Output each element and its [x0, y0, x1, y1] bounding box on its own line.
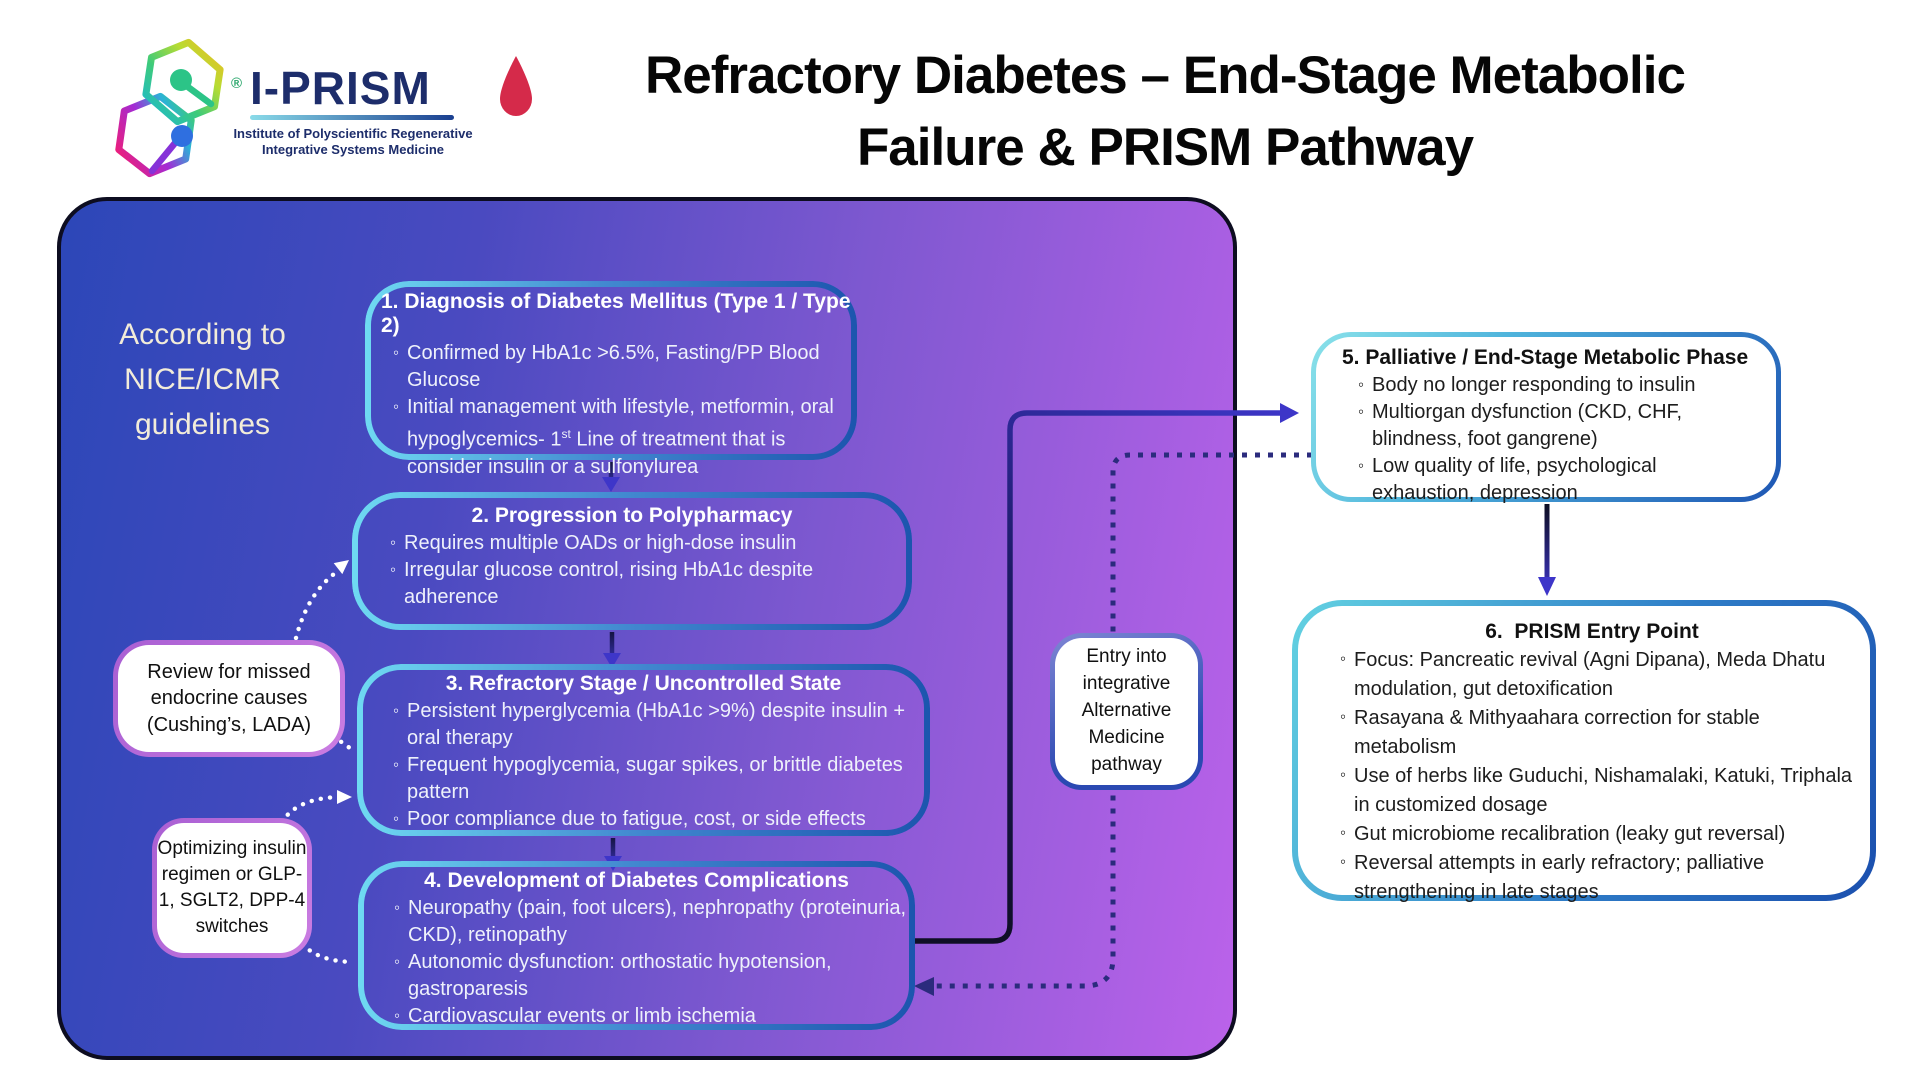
bullet-text: Poor compliance due to fatigue, cost, or…: [407, 808, 866, 830]
entry-alternative-medicine-note: Entry into integrative Alternative Medic…: [1050, 633, 1203, 790]
step3-refractory-box: 3. Refractory Stage / Uncontrolled State…: [357, 664, 930, 836]
bullet-text: Cardiovascular events or limb ischemia: [408, 1005, 756, 1027]
step2-polypharmacy-box: 2. Progression to Polypharmacy Requires …: [352, 492, 912, 630]
bullet-text: Persistent hyperglycemia (HbA1c >9%) des…: [407, 700, 906, 749]
bullet-item: Frequent hypoglycemia, sugar spikes, or …: [357, 752, 930, 806]
guidelines-note: According to NICE/ICMR guidelines: [119, 318, 286, 441]
bullet-item: Low quality of life, psychological exhau…: [1342, 453, 1762, 507]
arrow-box5-to-box6: [1538, 504, 1556, 596]
bullet-text: Confirmed by HbA1c >6.5%, Fasting/PP Blo…: [407, 342, 820, 391]
bullet-text: Autonomic dysfunction: orthostatic hypot…: [408, 951, 832, 1000]
review-endocrine-note: Review for missed endocrine causes (Cush…: [113, 640, 345, 757]
note-text: Entry into integrative Alternative Medic…: [1081, 646, 1172, 775]
step2-title: 2. Progression to Polypharmacy: [471, 504, 793, 527]
bullet-text: Focus: Pancreatic revival (Agni Dipana),…: [1354, 649, 1826, 700]
iprism-logo: ® I-PRISM Institute of Polyscientific Re…: [90, 25, 510, 178]
bullet-icon: [382, 530, 404, 556]
bullet-icon: [1332, 820, 1354, 846]
page-title-line1: Refractory Diabetes – End-Stage Metaboli…: [645, 46, 1686, 105]
bullet-text: Initial management with lifestyle, metfo…: [407, 396, 834, 478]
bullet-item: Requires multiple OADs or high-dose insu…: [352, 530, 912, 557]
bullet-item: Focus: Pancreatic revival (Agni Dipana),…: [1324, 646, 1860, 704]
step1-diagnosis-box: 1. Diagnosis of Diabetes Mellitus (Type …: [365, 281, 857, 478]
bullet-item: Reversal attempts in early refractory; p…: [1324, 849, 1860, 907]
iprism-hexagon-icon: [115, 38, 224, 178]
step5-palliative-box: 5. Palliative / End-Stage Metabolic Phas…: [1311, 332, 1781, 504]
registered-mark: ®: [231, 75, 243, 92]
bullet-text: Low quality of life, psychological exhau…: [1372, 455, 1657, 504]
bullet-text: Gut microbiome recalibration (leaky gut …: [1354, 823, 1786, 845]
bullet-item: Initial management with lifestyle, metfo…: [365, 394, 857, 481]
bullet-item: Irregular glucose control, rising HbA1c …: [352, 557, 912, 611]
top-node-stem: [184, 83, 215, 108]
bullet-text: Body no longer responding to insulin: [1372, 374, 1696, 396]
bullet-item: Confirmed by HbA1c >6.5%, Fasting/PP Blo…: [365, 340, 857, 394]
optimizing-insulin-note: Optimizing insulin regimen or GLP-1, SGL…: [152, 818, 312, 958]
bullet-item: Gut microbiome recalibration (leaky gut …: [1324, 820, 1860, 849]
bullet-item: Rasayana & Mithyaahara correction for st…: [1324, 704, 1860, 762]
step6-prism-entry-box: 6. PRISM Entry Point Focus: Pancreatic r…: [1292, 600, 1876, 903]
bullet-icon: [385, 698, 407, 724]
bullet-icon: [386, 949, 408, 975]
bullet-item: Autonomic dysfunction: orthostatic hypot…: [358, 949, 915, 1003]
bullet-item: Multiorgan dysfunction (CKD, CHF, blindn…: [1342, 399, 1762, 453]
bullet-icon: [1332, 704, 1354, 730]
logo-subtitle-line1: Institute of Polyscientific Regenerative: [233, 126, 473, 141]
top-node-dot: [170, 69, 192, 91]
bottom-node-dot: [171, 125, 193, 147]
step1-title: 1. Diagnosis of Diabetes Mellitus (Type …: [381, 290, 857, 337]
bullet-icon: [382, 557, 404, 583]
logo-subtitle-line2: Integrative Systems Medicine: [261, 141, 445, 157]
brand-underline: [250, 115, 454, 120]
bullet-item: Neuropathy (pain, foot ulcers), nephropa…: [358, 895, 915, 949]
step4-title: 4. Development of Diabetes Complications: [424, 869, 849, 892]
bullet-icon: [1332, 762, 1354, 788]
bullet-item: Cardiovascular events or limb ischemia: [358, 1003, 915, 1030]
bullet-icon: [386, 895, 408, 921]
note-text: Optimizing insulin regimen or GLP-1, SGL…: [157, 837, 307, 938]
bullet-item: Use of herbs like Guduchi, Nishamalaki, …: [1324, 762, 1860, 820]
bullet-text: Use of herbs like Guduchi, Nishamalaki, …: [1354, 765, 1853, 816]
blood-drop-icon: [500, 56, 532, 116]
bullet-text: Multiorgan dysfunction (CKD, CHF, blindn…: [1372, 401, 1683, 450]
bullet-icon: [1350, 372, 1372, 398]
bullet-text: Neuropathy (pain, foot ulcers), nephropa…: [408, 897, 907, 946]
bullet-item: Body no longer responding to insulin: [1342, 372, 1762, 399]
step6-title: 6. PRISM Entry Point: [1485, 620, 1699, 643]
bullet-icon: [385, 340, 407, 366]
page-title-line2: Failure & PRISM Pathway: [856, 118, 1474, 177]
superscript-st: st: [561, 427, 571, 441]
bottom-node-stem: [148, 139, 179, 175]
bullet-icon: [385, 806, 407, 832]
step4-complications-box: 4. Development of Diabetes Complications…: [358, 861, 915, 1030]
step5-title: 5. Palliative / End-Stage Metabolic Phas…: [1342, 346, 1749, 369]
bullet-text: Requires multiple OADs or high-dose insu…: [404, 532, 797, 554]
bullet-item: Poor compliance due to fatigue, cost, or…: [357, 806, 930, 833]
bullet-icon: [1332, 646, 1354, 672]
logo-subtitle: Institute of Polyscientific Regenerative…: [225, 126, 481, 158]
bullet-text: Irregular glucose control, rising HbA1c …: [404, 559, 814, 608]
bullet-icon: [1332, 849, 1354, 875]
bullet-icon: [385, 394, 407, 420]
bullet-icon: [1350, 453, 1372, 479]
step3-title: 3. Refractory Stage / Uncontrolled State: [445, 672, 842, 695]
brand-name: I-PRISM: [250, 62, 431, 114]
bullet-icon: [385, 752, 407, 778]
note-text: Review for missed endocrine causes (Cush…: [146, 660, 312, 736]
bullet-text: Rasayana & Mithyaahara correction for st…: [1354, 707, 1760, 758]
bullet-text: Frequent hypoglycemia, sugar spikes, or …: [407, 754, 903, 803]
bottom-hexagon: [115, 92, 195, 178]
bullet-icon: [386, 1003, 408, 1029]
top-hexagon: [142, 38, 224, 126]
bullet-icon: [1350, 399, 1372, 425]
bullet-text: Reversal attempts in early refractory; p…: [1354, 852, 1765, 903]
page-title: Refractory Diabetes – End-Stage Metaboli…: [430, 40, 1900, 184]
bullet-item: Persistent hyperglycemia (HbA1c >9%) des…: [357, 698, 930, 752]
